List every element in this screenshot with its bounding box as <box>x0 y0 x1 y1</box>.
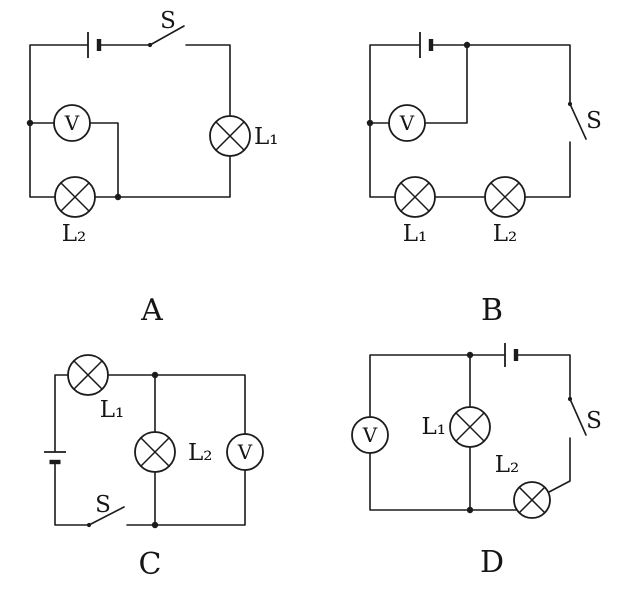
junction-dot <box>151 371 159 379</box>
voltmeter-label: V <box>64 111 80 135</box>
wires-c <box>54 374 246 526</box>
switch-icon <box>567 396 587 436</box>
lamp-l1-label: L₁ <box>254 124 279 150</box>
switch-label: S <box>95 492 111 518</box>
junction-dot <box>366 119 374 127</box>
battery-icon <box>419 32 434 58</box>
caption-d: D <box>480 545 504 580</box>
battery-icon <box>87 32 102 58</box>
caption-c: C <box>139 547 162 582</box>
junction-dot <box>151 521 159 529</box>
lamp-l1-label: L₁ <box>403 221 428 247</box>
voltmeter-icon <box>388 104 426 142</box>
wires-a <box>29 44 231 198</box>
switch-label: S <box>586 408 602 434</box>
lamp-l1-label: L₁ <box>422 414 447 440</box>
lamp-l2-icon <box>54 176 96 218</box>
lamp-l1-icon <box>67 354 109 396</box>
caption-b: B <box>481 293 503 328</box>
voltmeter-label: V <box>399 111 415 135</box>
junction-dot <box>466 351 474 359</box>
switch-label: S <box>586 108 602 134</box>
switch-icon <box>86 506 125 528</box>
voltmeter-label: V <box>362 423 378 447</box>
lamp-l2-icon <box>513 481 551 519</box>
voltmeter-icon <box>351 416 389 454</box>
lamp-l1-icon <box>449 406 491 448</box>
junction-dot <box>463 41 471 49</box>
circuit-b: S V L₁ L₂ B <box>366 32 602 328</box>
lamp-l2-icon <box>134 431 176 473</box>
lamp-l2-label: L₂ <box>493 221 518 247</box>
lamp-l1-label: L₁ <box>100 397 125 423</box>
junction-dot <box>466 506 474 514</box>
lamp-l1-icon <box>394 176 436 218</box>
circuit-a: S V L₁ L₂ A <box>26 8 279 328</box>
junction-dot <box>114 193 122 201</box>
lamp-l2-label: L₂ <box>495 452 520 478</box>
voltmeter-icon <box>226 433 264 471</box>
switch-label: S <box>160 8 176 34</box>
lamp-l2-label: L₂ <box>188 440 213 466</box>
caption-a: A <box>140 293 163 328</box>
battery-icon <box>44 451 66 465</box>
voltmeter-icon <box>53 104 91 142</box>
battery-icon <box>504 343 519 367</box>
switch-icon <box>147 25 185 48</box>
voltmeter-label: V <box>237 440 253 464</box>
junction-dot <box>26 119 34 127</box>
lamp-l1-icon <box>209 115 251 157</box>
circuit-d: S V L₁ L₂ D <box>351 343 602 580</box>
wires-d <box>369 354 571 511</box>
lamp-l2-icon <box>484 176 526 218</box>
circuit-c: S L₁ L₂ V C <box>44 354 264 582</box>
switch-icon <box>567 101 587 140</box>
lamp-l2-label: L₂ <box>62 221 87 247</box>
